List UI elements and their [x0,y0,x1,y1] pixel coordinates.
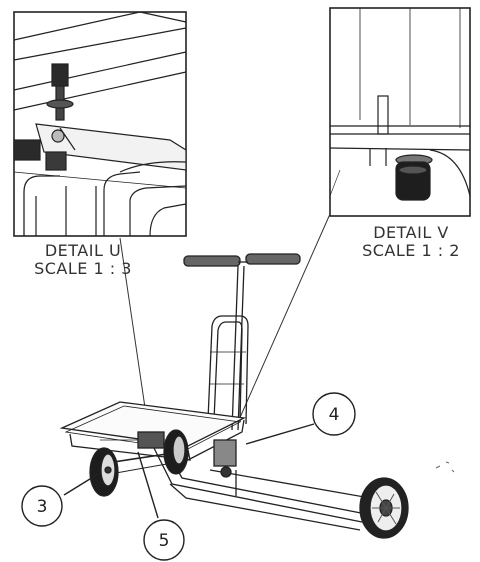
pin [377,95,389,135]
detail-u-scale: SCALE 1 : 3 [34,259,132,278]
detail-u-leader [119,237,149,429]
detail-v-view [329,7,471,217]
seat-tray-side [187,419,245,461]
front-wheel-icon [359,477,409,539]
balloon-4-number: 4 [329,405,340,425]
detail-v-title: DETAIL V [373,223,449,242]
detail-v-line [329,169,341,197]
nut-icon [13,139,41,161]
bracket-hole [51,129,65,143]
bolt-icon [46,63,74,121]
detail-u-view [13,11,187,237]
balloon-4-leader [245,423,315,445]
frame-curve [429,149,471,197]
nut-icon [45,151,67,171]
tube [149,203,187,237]
pin-lower [369,148,387,166]
detail-v-leader [237,213,331,423]
joint-clamp [137,431,165,449]
caster-mount [213,439,237,467]
bracket-plate [35,123,187,171]
tube [23,175,60,236]
caster-icon [220,466,232,478]
balloon-5: 5 [137,451,185,561]
scooter-assembly [59,253,455,539]
caster-wheel-icon [395,154,433,201]
detail-u-rail [13,71,187,111]
rear-left-wheel-icon [89,447,119,497]
steering-column [231,265,239,431]
detail-v-scale: SCALE 1 : 2 [362,241,460,260]
deck-tube [169,483,361,531]
detail-v-border [329,7,471,217]
tube [103,171,141,236]
balloon-5-number: 5 [159,531,170,551]
tube [129,185,187,236]
backrest-frame-inner [213,321,243,423]
detail-u-label: DETAIL U SCALE 1 : 3 [18,242,148,278]
left-grip-icon [183,255,241,267]
balloon-5-leader [137,451,159,519]
detail-u-rail [13,27,187,61]
balloon-4-circle [312,392,356,436]
rear-right-wheel-icon [163,429,189,475]
balloon-5-circle [143,519,185,561]
balloon-3-circle [21,485,63,527]
balloon-3-leader [63,473,99,496]
detail-u-rail [13,11,141,41]
right-grip-icon [245,253,301,265]
tube-elbow [119,161,187,173]
detail-u-title: DETAIL U [44,241,122,260]
detail-leaders [119,213,331,429]
balloon-3: 3 [21,473,99,527]
detail-u-rail [139,11,187,23]
backrest-frame [207,315,249,425]
balloon-3-number: 3 [37,497,48,517]
detail-u-border [13,11,187,237]
frame-tube [329,147,471,151]
detail-v-label: DETAIL V SCALE 1 : 2 [348,224,474,260]
frame-edge [13,171,187,189]
seat-tray-side [69,433,191,461]
balloon-4: 4 [245,392,356,445]
detail-u-rail [13,51,187,91]
handlebar [183,253,301,267]
backrest-rail [210,351,246,385]
